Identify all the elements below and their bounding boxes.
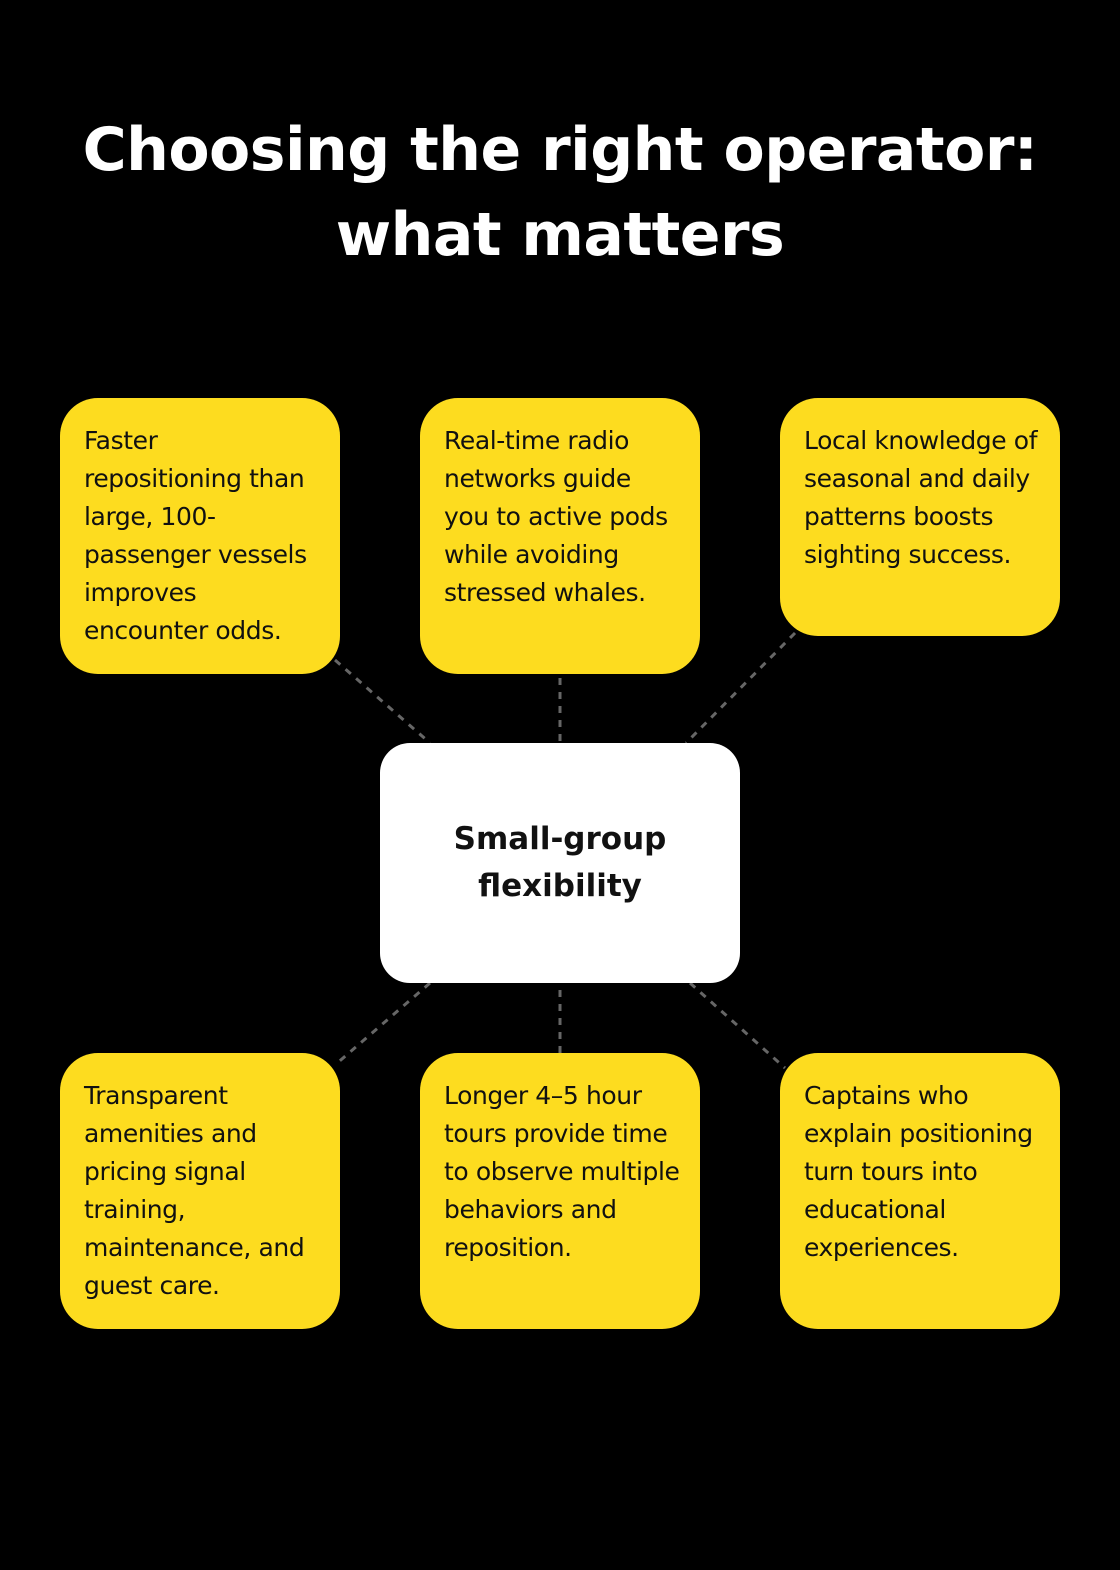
title-line-1: Choosing the right operator: xyxy=(82,115,1038,185)
title-line-2: what matters xyxy=(335,200,785,270)
connector-top-right xyxy=(684,631,797,745)
connector-top-left xyxy=(334,658,431,745)
factor-card-transparency: Transparent amenities and pricing signal… xyxy=(60,1053,340,1329)
factor-card-radio-networks: Real-time radio networks guide you to ac… xyxy=(420,398,700,674)
center-topic-label: Small-group flexibility xyxy=(453,821,667,904)
factor-card-educational-captains: Captains who explain positioning turn to… xyxy=(780,1053,1060,1329)
connector-bottom-left xyxy=(334,981,431,1067)
factor-card-longer-tours: Longer 4–5 hour tours provide time to ob… xyxy=(420,1053,700,1329)
center-topic-card: Small-group flexibility xyxy=(380,743,740,983)
factor-card-local-knowledge: Local knowledge of seasonal and daily pa… xyxy=(780,398,1060,636)
factor-card-repositioning: Faster repositioning than large, 100-pas… xyxy=(60,398,340,674)
connector-bottom-right xyxy=(688,981,787,1070)
page-title: Choosing the right operator: what matter… xyxy=(0,108,1120,278)
